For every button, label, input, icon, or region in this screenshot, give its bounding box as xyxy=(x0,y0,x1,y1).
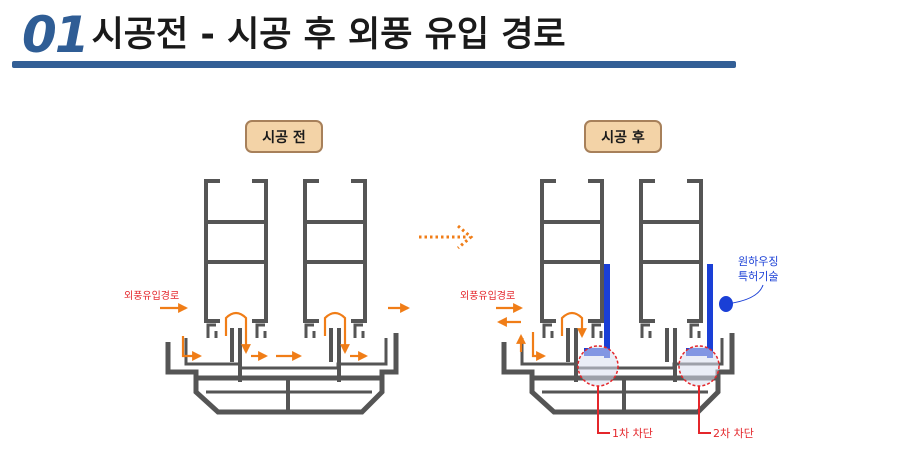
before-airflow-arrows xyxy=(160,303,410,361)
after-badge: 시공 후 xyxy=(601,130,645,146)
first-block-label: 1차 차단 xyxy=(612,427,653,440)
section-number: 01 xyxy=(22,6,90,64)
title-underline xyxy=(12,61,736,68)
after-callouts xyxy=(577,345,720,434)
patent-label-line1: 원하우징 xyxy=(738,254,778,268)
section-title: 시공전 - 시공 후 외풍 유입 경로 xyxy=(91,15,566,55)
before-path-label: 외풍유입경로 xyxy=(124,289,179,302)
after-path-label: 외풍유입경로 xyxy=(460,289,515,302)
page-title: 01 시공전 - 시공 후 외풍 유입 경로 xyxy=(22,4,566,60)
before-badge-box xyxy=(245,120,323,153)
after-airflow-arrows xyxy=(496,303,587,361)
transition-arrow xyxy=(419,224,474,250)
before-window-frame xyxy=(168,181,396,412)
before-badge: 시공 전 xyxy=(262,129,306,146)
after-badge-box xyxy=(584,120,662,153)
patent-dot-icon xyxy=(719,296,733,312)
second-block-label: 2차 차단 xyxy=(713,427,754,440)
after-panel: 시공 후 1차 차단 2차 차단 원하우징 특허기술 외풍유입경로 xyxy=(460,120,778,440)
before-panel: 시공 전 외풍유입경로 xyxy=(124,120,410,412)
patent-label-line2: 특허기술 xyxy=(738,270,778,283)
